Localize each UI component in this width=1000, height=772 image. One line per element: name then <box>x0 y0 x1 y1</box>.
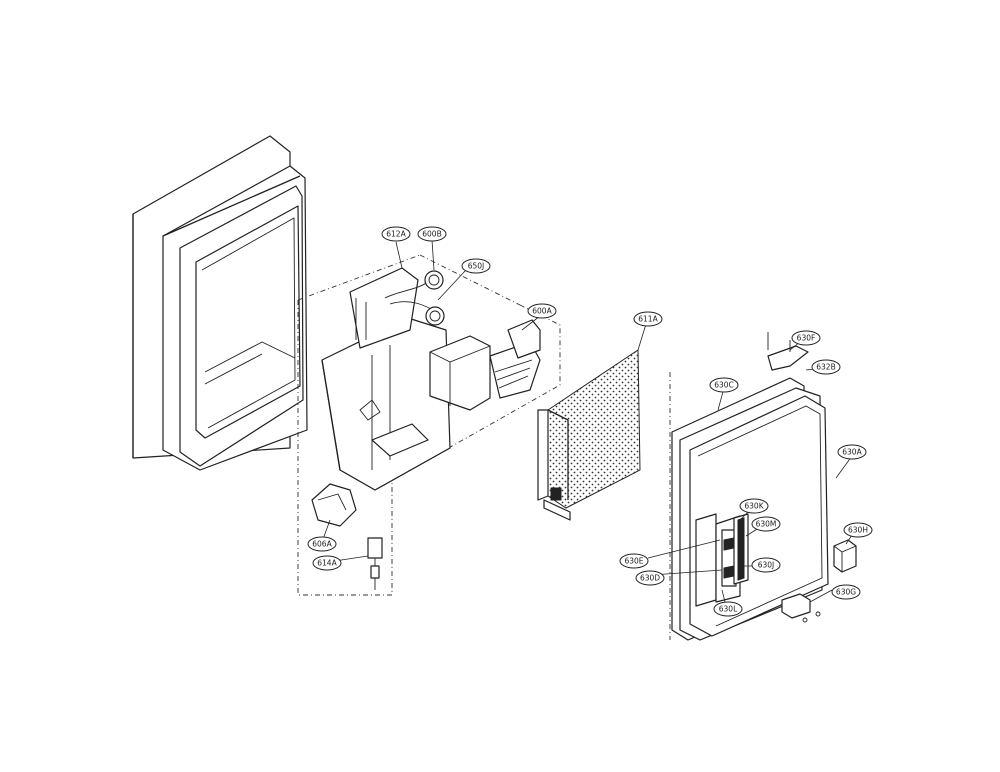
callout-630J: 630J <box>751 557 781 573</box>
callout-630D: 630D <box>635 570 665 586</box>
callout-630H: 630H <box>843 522 873 538</box>
callout-600A: 600A <box>527 303 557 319</box>
callout-630G: 630G <box>831 584 861 600</box>
callout-label: 611A <box>638 315 658 324</box>
callout-label: 630M <box>756 520 777 529</box>
callout-label: 650J <box>468 262 485 271</box>
callout-label: 606A <box>312 540 332 549</box>
callout-label: 630F <box>797 334 816 343</box>
callout-label: 630G <box>836 588 856 597</box>
dispenser-cover <box>537 349 641 521</box>
freezer-door-body <box>132 135 308 471</box>
callout-label: 630L <box>719 605 738 614</box>
callout-label: 630D <box>640 574 660 583</box>
callout-label: 630K <box>744 502 764 511</box>
refrigerator-door <box>669 332 857 641</box>
callout-630K: 630K <box>739 498 769 514</box>
callout-label: 630H <box>848 526 868 535</box>
callout-label: 630J <box>758 561 775 570</box>
callout-label: 600A <box>532 307 552 316</box>
callout-630F: 630F <box>791 330 821 346</box>
callout-630E: 630E <box>619 553 649 569</box>
callout-label: 612A <box>386 230 406 239</box>
callout-630A: 630A <box>837 444 867 460</box>
callout-611A: 611A <box>633 311 663 327</box>
callout-630L: 630L <box>713 601 743 617</box>
callout-label: 600B <box>422 230 441 239</box>
dispenser-housing <box>297 254 561 596</box>
callout-632B: 632B <box>811 359 841 375</box>
callout-label: 630C <box>714 381 734 390</box>
callout-label: 632B <box>816 363 835 372</box>
callout-label: 630E <box>624 557 643 566</box>
callout-630C: 630C <box>709 377 739 393</box>
callout-label: 630A <box>842 448 862 457</box>
callout-606A: 606A <box>307 536 337 552</box>
callout-614A: 614A <box>312 555 342 571</box>
callout-612A: 612A <box>381 226 411 242</box>
callout-label: 614A <box>317 559 337 568</box>
callout-600B: 600B <box>417 226 447 242</box>
callout-630M: 630M <box>751 516 781 532</box>
callout-650J: 650J <box>461 258 491 274</box>
dispenser-motor-assembly <box>429 319 541 411</box>
leader-lines <box>321 239 855 607</box>
dispenser-lever-parts <box>311 483 383 590</box>
